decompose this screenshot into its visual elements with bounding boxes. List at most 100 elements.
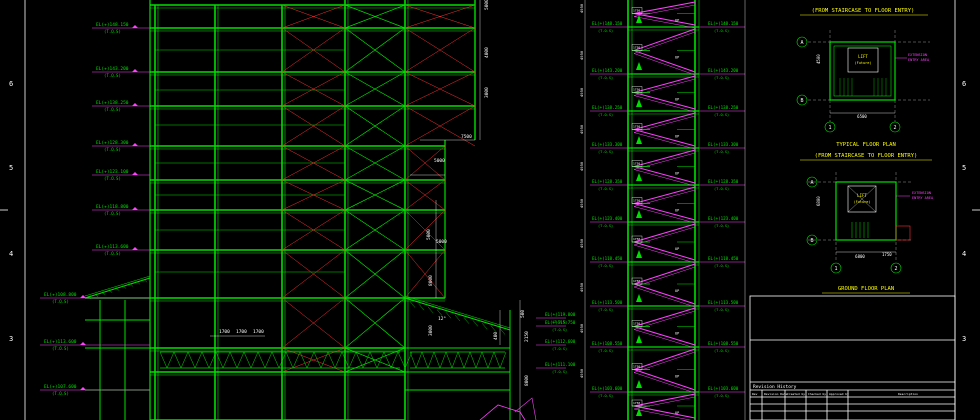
stair-flight xyxy=(633,95,696,113)
level-marker xyxy=(132,25,138,28)
level-sub: (T.O.S) xyxy=(552,320,567,324)
stair-flight xyxy=(633,28,696,51)
level-label: EL(+)123.400 xyxy=(592,216,623,221)
stair-dim-box xyxy=(631,235,643,243)
elevation-roof-truss xyxy=(454,314,461,322)
tree-symbol xyxy=(636,210,642,218)
level-sub: (T.O.S) xyxy=(552,370,567,374)
elevation-truss xyxy=(313,351,322,369)
elevation-brace xyxy=(344,27,406,73)
level-label: EL(+)123.400 xyxy=(708,216,739,221)
elevation-truss xyxy=(208,351,217,369)
level-label: EL(+)133.300 xyxy=(708,142,739,147)
stair-up-label: UP xyxy=(675,56,679,60)
zone-right-3: 3 xyxy=(962,335,966,343)
stair-side-dim: 4950 xyxy=(579,3,584,13)
elevation-truss xyxy=(243,351,252,369)
level-sub: (T.O.S) xyxy=(104,176,121,181)
stair-side-dim: 4950 xyxy=(579,368,584,378)
elevation-brace xyxy=(281,71,346,107)
grid-b-upper: B xyxy=(800,98,803,104)
stair-side-dim: 4950 xyxy=(579,161,584,171)
level-sub: (T.O.S) xyxy=(52,391,69,396)
stair-width: 1750 xyxy=(633,279,640,283)
elevation-roof-truss xyxy=(463,317,470,324)
ground-hatch xyxy=(514,397,537,420)
zone-right-4: 4 xyxy=(962,250,966,258)
grid-b-ground: B xyxy=(810,238,813,244)
elevation-roof xyxy=(84,275,151,297)
note-extension-ground: EXTENSION xyxy=(912,191,931,195)
grid-a-ground: A xyxy=(810,180,813,186)
elevation-truss xyxy=(215,351,224,369)
level-marker xyxy=(132,69,138,72)
stair-up-label: UP xyxy=(675,98,679,102)
stair-flight xyxy=(633,244,696,264)
stair-up-label: UP xyxy=(675,135,679,139)
zone-left-3: 3 xyxy=(9,335,13,343)
elevation-truss xyxy=(348,351,357,369)
stair-width: 1750 xyxy=(633,9,640,13)
level-label: EL(+)113.500 xyxy=(592,300,623,305)
level-label: EL(+)143.200 xyxy=(96,66,129,72)
title-block-text: Revision History Rev Revision Date Creat… xyxy=(752,384,918,396)
tree-symbol xyxy=(636,173,642,181)
elevation-dimensions: 5000 4000 3000 7500 5000 5000 5000 8000 … xyxy=(219,0,530,386)
stair-width: 1750 xyxy=(633,199,640,203)
stair-flight xyxy=(633,326,696,346)
level-marker xyxy=(132,207,138,210)
dim-6800-ground-h: 6800 xyxy=(855,254,865,259)
stair-up-label: UP xyxy=(675,375,679,379)
stair-side-dim: 4950 xyxy=(579,282,584,292)
dim-5000-vert: 5000 xyxy=(426,229,432,240)
level-sub: (T.O.S) xyxy=(714,264,729,268)
level-label: EL(+)118.800 xyxy=(96,204,129,210)
dim-1700-c: 1700 xyxy=(253,329,264,335)
level-label: EL(+)112.600 xyxy=(545,339,576,344)
elevation-brace xyxy=(344,71,406,107)
level-label: EL(+)143.200 xyxy=(592,68,623,73)
stair-width: 1750 xyxy=(633,401,640,405)
elevation-roof-truss xyxy=(481,322,488,330)
stair-dim-box xyxy=(631,320,643,327)
level-label: EL(+)103.600 xyxy=(708,386,739,391)
elevation-truss xyxy=(463,351,471,369)
ground-plan-title: GROUND FLOOR PLAN xyxy=(838,286,894,292)
ground-hatch xyxy=(479,404,526,420)
elevation-truss xyxy=(166,351,175,369)
stair-flight xyxy=(633,132,696,150)
level-label: EL(+)123.100 xyxy=(96,169,129,175)
dim-5000-mid: 5000 xyxy=(434,158,445,164)
stair-flight xyxy=(633,351,696,373)
stair-flight xyxy=(633,16,696,29)
note-entry-upper: ENTRY AREA xyxy=(908,58,930,62)
dim-400: 400 xyxy=(493,332,499,340)
level-sub: (T.O.S) xyxy=(598,187,613,191)
dim-2150: 2150 xyxy=(524,331,530,342)
stair-flight xyxy=(633,92,696,110)
description-col: Description xyxy=(898,392,918,396)
elevation-truss xyxy=(201,351,210,369)
stair-flight xyxy=(633,286,696,308)
level-sub: (T.O.S) xyxy=(714,76,729,80)
stair-dim-box xyxy=(631,277,643,285)
level-marker xyxy=(132,247,138,250)
stair-flight xyxy=(633,405,696,419)
level-label: EL(+)138.250 xyxy=(96,100,129,106)
stair-flight xyxy=(633,307,696,327)
elevation-truss xyxy=(487,351,495,369)
elevation-truss xyxy=(292,351,301,369)
stair-dim-box xyxy=(631,123,643,130)
zone-right-6: 6 xyxy=(962,80,966,88)
elevation-roof-truss xyxy=(143,279,148,283)
dim-1700-b: 1700 xyxy=(236,329,247,335)
stair-flight xyxy=(633,263,696,285)
dim-angle-12: 12° xyxy=(438,316,446,322)
elevation-truss xyxy=(469,351,477,369)
tree-symbol xyxy=(636,380,642,388)
tree-symbol xyxy=(636,62,642,70)
elevation-brace xyxy=(344,4,406,29)
lift-label-ground: LIFT xyxy=(857,193,867,198)
elevation-truss xyxy=(257,351,266,369)
